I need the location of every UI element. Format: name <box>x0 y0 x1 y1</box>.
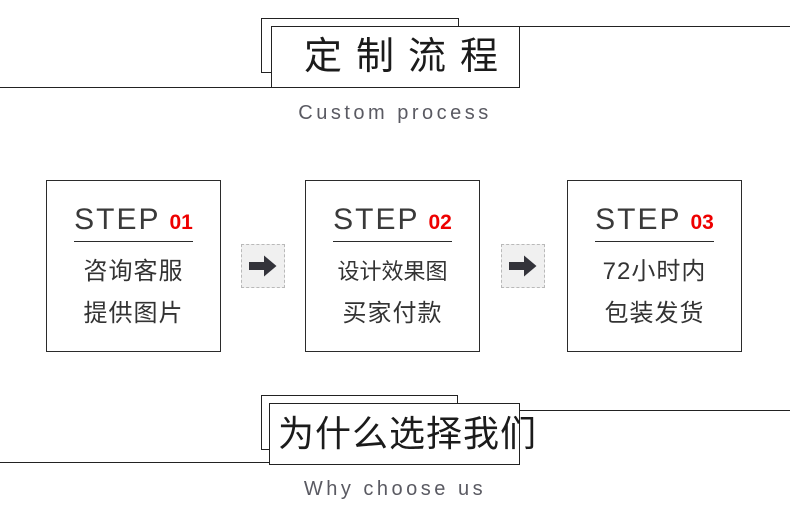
step-label-03: STEP <box>595 203 682 236</box>
step-divider-03 <box>595 241 714 242</box>
step-heading-03: STEP 03 <box>568 203 741 237</box>
step-body-01: 咨询客服 提供图片 <box>47 251 220 335</box>
footer-rule-right <box>502 410 790 411</box>
step-number-01: 01 <box>169 211 193 234</box>
arrow-right-icon <box>241 244 285 288</box>
step-heading-02: STEP 02 <box>306 203 479 237</box>
step-number-02: 02 <box>428 211 452 234</box>
footer-subtitle: Why choose us <box>303 478 487 500</box>
step-text-line-1: 设计效果图 <box>337 259 448 284</box>
step-card-02[interactable]: STEP 02 设计效果图 买家付款 <box>305 180 480 352</box>
footer-rule-left <box>0 462 290 463</box>
step-text-line-2: 买家付款 <box>342 300 443 327</box>
step-heading-01: STEP 01 <box>47 203 220 237</box>
step-body-02: 设计效果图 买家付款 <box>306 251 479 335</box>
page-title: 定制流程 <box>304 36 513 78</box>
step-text-line-1: 咨询客服 <box>83 258 184 285</box>
step-card-03[interactable]: STEP 03 72小时内 包装发货 <box>567 180 742 352</box>
step-body-03: 72小时内 包装发货 <box>568 251 741 335</box>
footer-frame-front <box>269 403 520 465</box>
step-label-01: STEP <box>74 203 161 236</box>
step-card-01[interactable]: STEP 01 咨询客服 提供图片 <box>46 180 221 352</box>
step-text-line-2: 包装发货 <box>604 300 705 327</box>
step-number-03: 03 <box>690 211 714 234</box>
page-subtitle: Custom process <box>298 102 492 124</box>
step-text-line-1: 72小时内 <box>602 258 707 285</box>
banner-rule-left <box>0 87 292 88</box>
step-label-02: STEP <box>333 203 420 236</box>
banner-frame-front <box>271 26 520 88</box>
footer-title: 为什么选择我们 <box>278 413 538 454</box>
banner-rule-right <box>502 26 790 27</box>
step-divider-02 <box>333 241 452 242</box>
arrow-right-icon <box>501 244 545 288</box>
step-text-line-2: 提供图片 <box>83 300 184 327</box>
step-divider-01 <box>74 241 193 242</box>
